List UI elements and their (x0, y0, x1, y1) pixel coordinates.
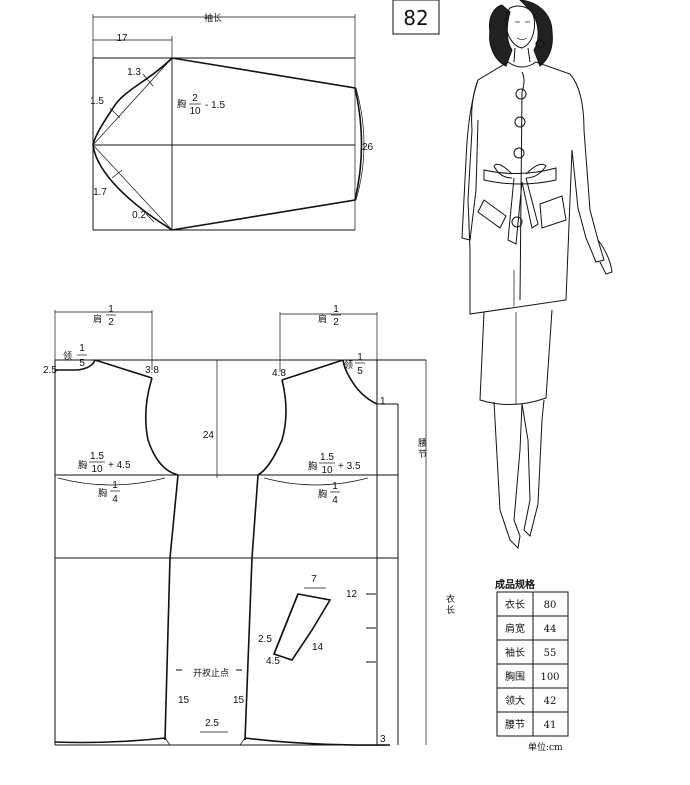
dim-1-5: 1.5 (90, 96, 104, 107)
svg-text:+ 3.5: + 3.5 (338, 461, 361, 472)
spec-table: 成品规格 衣长 80 肩宽 44 袖长 55 胸围 100 领大 42 腰节 (495, 578, 569, 753)
svg-text:100: 100 (540, 672, 559, 683)
spec-table-row: 腰节 41 (505, 719, 556, 731)
bust-left-formula: 胸 1.5 10 + 4.5 (78, 451, 131, 475)
spec-table-row: 袖长 55 (505, 646, 556, 659)
vent-stop-label: 开衩止点 (193, 667, 229, 679)
body-draft: 肩 1 2 肩 1 2 领 1 5 2.5 3.8 (43, 304, 455, 746)
quarter-right-formula: 胸 1 4 (318, 481, 340, 506)
dim-2-5-bottom: 2.5 (205, 718, 219, 729)
svg-text:41: 41 (544, 720, 557, 731)
svg-text:胸: 胸 (98, 487, 107, 499)
spec-unit-label: 单位:cm (528, 741, 563, 753)
dim-15-right: 15 (233, 695, 245, 706)
svg-text:胸: 胸 (177, 98, 186, 110)
page-number-box: 82 (392, 0, 440, 35)
spec-table-title: 成品规格 (495, 578, 536, 591)
svg-text:领: 领 (344, 359, 353, 371)
spec-table-row: 胸围 100 (505, 670, 560, 683)
svg-text:5: 5 (79, 358, 85, 369)
svg-text:领大: 领大 (505, 694, 525, 707)
waist-text: 腰节 (418, 438, 427, 460)
spec-table-row: 肩宽 44 (505, 622, 556, 635)
dim-26: 26 (362, 142, 374, 153)
svg-text:胸围: 胸围 (505, 670, 525, 683)
dim-12: 12 (346, 589, 358, 600)
svg-text:80: 80 (544, 600, 557, 611)
svg-text:1: 1 (108, 304, 114, 315)
svg-text:4: 4 (332, 495, 338, 506)
page-number: 82 (403, 6, 428, 30)
svg-text:腰节: 腰节 (505, 719, 525, 731)
svg-text:袖长: 袖长 (505, 646, 525, 659)
svg-text:1: 1 (79, 343, 85, 354)
dim-17: 17 (116, 33, 128, 44)
svg-text:领: 领 (63, 350, 72, 362)
svg-text:2: 2 (108, 317, 114, 328)
svg-text:胸: 胸 (318, 488, 327, 500)
bust-right-formula: 胸 1.5 10 + 3.5 (308, 452, 361, 476)
neck-right-formula: 领 1 5 (344, 352, 365, 377)
svg-text:55: 55 (544, 648, 557, 659)
svg-text:1: 1 (333, 304, 339, 315)
quarter-left-formula: 胸 1 4 (98, 480, 120, 505)
fashion-figure-illustration (461, 0, 613, 550)
svg-text:4: 4 (112, 494, 118, 505)
sleeve-length-label: 袖长 (204, 12, 222, 24)
shoulder-right-formula: 肩 1 2 (318, 304, 341, 328)
pocket-flap: 7 2.5 4.5 14 (258, 574, 332, 667)
spec-table-row: 领大 42 (505, 694, 556, 707)
spec-table-row: 衣长 80 (505, 598, 556, 611)
dim-24: 24 (203, 430, 215, 441)
dim-3: 3 (380, 734, 386, 745)
svg-text:10: 10 (321, 465, 333, 476)
shoulder-left-formula: 肩 1 2 (93, 304, 116, 328)
dim-1: 1 (380, 396, 386, 407)
svg-text:10: 10 (189, 106, 201, 117)
sleeve-draft: 袖长 17 1.3 1.5 1.7 0.2 26 胸 2 (90, 12, 374, 231)
svg-text:44: 44 (544, 624, 557, 635)
dim-15-left: 15 (178, 695, 190, 706)
neck-left-formula: 领 1 5 (63, 343, 87, 369)
dim-7: 7 (311, 574, 317, 585)
dim-4-5: 4.5 (266, 656, 280, 667)
svg-text:1.5: 1.5 (90, 451, 104, 462)
dim-1-3: 1.3 (127, 67, 141, 78)
svg-text:肩: 肩 (93, 313, 102, 325)
svg-text:2: 2 (333, 317, 339, 328)
svg-text:+ 4.5: + 4.5 (108, 460, 131, 471)
svg-text:42: 42 (544, 696, 557, 707)
svg-text:1: 1 (112, 480, 118, 491)
svg-text:衣长: 衣长 (505, 598, 525, 611)
dim-0-2: 0.2 (132, 210, 146, 221)
svg-text:5: 5 (357, 366, 363, 377)
svg-text:肩宽: 肩宽 (505, 622, 525, 635)
svg-text:胸: 胸 (308, 460, 317, 472)
svg-text:1: 1 (357, 352, 363, 363)
dim-3-8: 3.8 (145, 365, 159, 376)
svg-text:1: 1 (332, 481, 338, 492)
svg-text:1.5: 1.5 (320, 452, 334, 463)
length-label: 衣长 (446, 593, 455, 616)
dim-14: 14 (312, 642, 324, 653)
svg-text:10: 10 (91, 464, 103, 475)
dim-2-5-left: 2.5 (43, 365, 57, 376)
svg-text:2: 2 (192, 93, 198, 104)
svg-text:- 1.5: - 1.5 (205, 100, 225, 111)
sleeve-bust-formula: 胸 2 10 - 1.5 (177, 93, 225, 117)
svg-text:胸: 胸 (78, 459, 87, 471)
svg-text:肩: 肩 (318, 313, 327, 325)
dim-1-7: 1.7 (93, 187, 107, 198)
dim-4-8: 4.8 (272, 368, 286, 379)
dim-2-5-pocket: 2.5 (258, 634, 272, 645)
waist-label: 腰节 (418, 438, 427, 460)
